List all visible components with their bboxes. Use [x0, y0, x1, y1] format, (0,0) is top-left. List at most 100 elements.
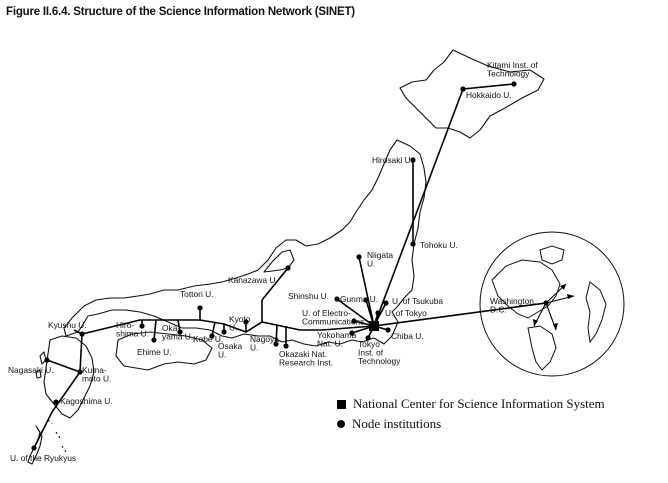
label-utokyo: U. of Tokyo: [385, 308, 427, 318]
label-hiroshima-line: shima U.: [116, 329, 149, 339]
label-okazaki: Okazaki Nat.Research Inst.: [279, 349, 333, 368]
node-kitami: [511, 81, 517, 87]
node-hokkaido: [460, 86, 466, 92]
label-osaka-line: Osaka: [218, 341, 243, 351]
ryukyu-dots: [47, 419, 67, 453]
label-ehime: Ehime U.: [137, 347, 171, 357]
label-tit-line: Tokyo: [358, 339, 380, 349]
trunk-line-west: [33, 319, 375, 449]
node-nagoya: [273, 341, 279, 347]
link-tokyo-hokkaido: [373, 88, 464, 327]
label-kagoshima-line: Kagoshima U.: [60, 396, 113, 406]
label-osaka-line: U.: [218, 350, 226, 360]
node-kagoshima: [53, 399, 59, 405]
globe-outline: [479, 231, 625, 377]
legend-node-label: Node institutions: [352, 416, 442, 431]
arrow-heads: [533, 284, 574, 330]
label-electro: U. of Electro-Communications: [302, 308, 364, 327]
label-hokkaido-line: Hokkaido U.: [466, 90, 512, 100]
label-gunma: Gunma U.: [340, 294, 378, 304]
label-okayama-line: yama U.: [162, 332, 193, 342]
label-electro-line: U. of Electro-: [302, 308, 351, 318]
link-nagasaki: [46, 359, 81, 373]
square-marker-icon: [337, 399, 346, 409]
node-tottori: [197, 305, 203, 311]
label-niigata-line: U.: [367, 259, 375, 269]
europe-africa: [585, 281, 607, 344]
node-kyoto: [243, 319, 249, 325]
label-tottori: Tottori U.: [180, 289, 214, 299]
link-hokkaido-kitami: [462, 83, 515, 90]
label-nagasaki-line: Nagasaki U.: [8, 365, 54, 375]
label-washington-line: D.C.: [490, 305, 507, 315]
figure-title: Figure II.6.4. Structure of the Science …: [6, 6, 355, 18]
label-electro-line: Communications: [302, 317, 364, 327]
node-dots: [31, 81, 549, 451]
label-gunma-line: Gunma U.: [340, 294, 378, 304]
label-hokkaido: Hokkaido U.: [466, 90, 512, 100]
link-tokyo-niigata: [358, 256, 375, 327]
label-tit-line: Inst. of: [358, 348, 384, 358]
label-tsukuba-line: U. of Tsukuba: [392, 296, 443, 306]
label-kyoto-line: Kyoto: [229, 314, 251, 324]
node-tsukuba: [383, 300, 389, 306]
kyushu-island: [43, 335, 95, 419]
label-kumamoto: Kuma-moto U.: [82, 365, 111, 384]
label-chiba-line: Chiba U.: [391, 331, 424, 341]
node-gunma: [363, 297, 369, 303]
label-ryukyus-line: U. of the Ryukyus: [10, 453, 76, 463]
shikoku-island: [115, 331, 213, 371]
node-kobe: [209, 333, 215, 339]
label-kumamoto-line: Kuma-: [82, 365, 107, 375]
node-washington: [543, 300, 549, 306]
label-shinshu: Shinshu U.: [288, 291, 329, 301]
label-nagoya-line: U.: [250, 343, 258, 353]
label-kyushu: Kyushu U.: [48, 320, 87, 330]
label-yokohama-line: Nat. U.: [317, 339, 343, 349]
label-kyoto-line: U.: [229, 323, 237, 333]
washington-arrows: [519, 283, 575, 331]
label-yokohama-line: Yokohama: [317, 330, 357, 340]
label-okayama-line: Oka-: [162, 323, 180, 333]
label-ryukyus: U. of the Ryukyus: [10, 453, 76, 463]
link-kanazawa-up: [261, 267, 289, 301]
national-center-marker: [369, 321, 379, 331]
label-kitami-line: Kitami Inst. of: [487, 60, 538, 70]
label-hirosaki-line: Hirosaki U.: [372, 155, 413, 165]
label-tit-line: Technology: [358, 356, 401, 366]
legend-center-label: National Center for Science Information …: [353, 396, 605, 411]
label-tsukuba: U. of Tsukuba: [392, 296, 443, 306]
node-niigata: [356, 254, 362, 260]
node-ryukyus: [31, 445, 37, 451]
node-kyushu: [79, 331, 85, 337]
legend-center-row: National Center for Science Information …: [337, 396, 605, 412]
node-okayama: [177, 329, 183, 335]
label-hirosaki: Hirosaki U.: [372, 155, 413, 165]
label-hiroshima: Hiro-shima U.: [116, 320, 149, 339]
label-kitami-line: Technology: [487, 69, 530, 79]
label-chiba: Chiba U.: [391, 331, 424, 341]
node-hiroshima: [139, 323, 145, 329]
node-ehime: [151, 337, 157, 343]
label-kanazawa-line: Kanazawa U.: [228, 275, 278, 285]
link-nagoya: [275, 324, 278, 345]
link-ehime: [153, 319, 157, 341]
label-tohoku: Tohoku U.: [420, 240, 458, 250]
label-nagoya-line: Nagoya: [250, 334, 279, 344]
land-outlines: [27, 49, 545, 465]
label-okayama: Oka-yama U.: [162, 323, 193, 342]
legend-node-row: Node institutions: [337, 416, 441, 432]
label-okazaki-line: Okazaki Nat.: [279, 349, 327, 359]
node-shinshu: [334, 296, 340, 302]
hokkaido-island: [399, 49, 545, 139]
label-kanazawa: Kanazawa U.: [228, 275, 278, 285]
label-tohoku-line: Tohoku U.: [420, 240, 458, 250]
node-hirosaki: [410, 157, 416, 163]
label-okazaki-line: Research Inst.: [279, 358, 333, 368]
